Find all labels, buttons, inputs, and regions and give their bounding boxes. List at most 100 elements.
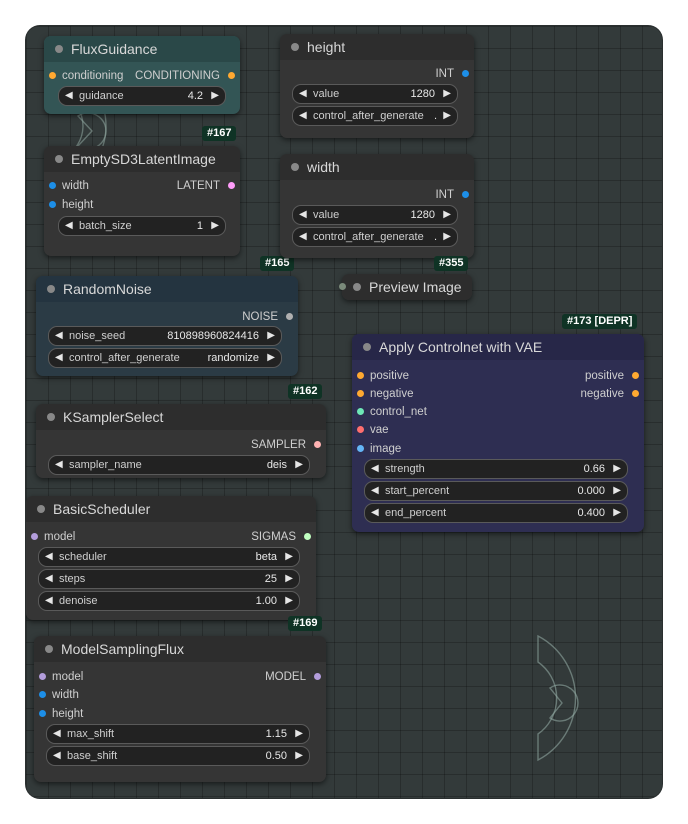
image-port[interactable] [357,445,364,452]
node-title[interactable]: EmptySD3LatentImage [44,146,240,172]
decrement-icon[interactable]: ◀ [53,728,61,739]
input-width[interactable]: width [39,687,79,703]
control-after-generate-widget[interactable]: ◀ control_after_generate . ▶ [292,227,458,247]
int-out-port[interactable] [462,70,469,77]
node-title[interactable]: Preview Image [342,274,472,300]
decrement-icon[interactable]: ◀ [371,463,379,474]
conditioning-out-port[interactable] [632,372,639,379]
sampler-out-port[interactable] [314,441,321,448]
output-conditioning[interactable]: CONDITIONING [135,68,235,84]
increment-icon[interactable]: ▶ [613,507,621,518]
latent-out-port[interactable] [228,182,235,189]
increment-icon[interactable]: ▶ [285,551,293,562]
output-int[interactable]: INT [435,187,469,203]
input-control-net[interactable]: control_net [357,404,427,420]
conditioning-port[interactable] [357,390,364,397]
batch-size-widget[interactable]: ◀ batch_size 1 ▶ [58,216,226,236]
int-port[interactable] [39,710,46,717]
input-width[interactable]: width [49,178,89,194]
strength-widget[interactable]: ◀ strength 0.66 ▶ [364,459,628,479]
node-title[interactable]: ModelSamplingFlux [34,636,326,662]
node-title[interactable]: Apply Controlnet with VAE [352,334,644,360]
decrement-icon[interactable]: ◀ [299,110,307,121]
decrement-icon[interactable]: ◀ [55,459,63,470]
node-width[interactable]: width INT ◀ value 1280 ▶ ◀ control_after… [280,154,474,258]
control-net-port[interactable] [357,408,364,415]
increment-icon[interactable]: ▶ [295,728,303,739]
steps-widget[interactable]: ◀ steps 25 ▶ [38,569,300,589]
increment-icon[interactable]: ▶ [443,231,451,242]
node-basic-scheduler[interactable]: BasicScheduler model SIGMAS ◀ scheduler … [26,496,316,620]
noise-out-port[interactable] [286,313,293,320]
output-latent[interactable]: LATENT [177,178,235,194]
increment-icon[interactable]: ▶ [267,330,275,341]
decrement-icon[interactable]: ◀ [45,551,53,562]
int-out-port[interactable] [462,191,469,198]
start-percent-widget[interactable]: ◀ start_percent 0.000 ▶ [364,481,628,501]
increment-icon[interactable]: ▶ [211,220,219,231]
input-vae[interactable]: vae [357,422,389,438]
input-model[interactable]: model [39,669,83,685]
scheduler-widget[interactable]: ◀ scheduler beta ▶ [38,547,300,567]
value-widget[interactable]: ◀ value 1280 ▶ [292,84,458,104]
increment-icon[interactable]: ▶ [295,459,303,470]
guidance-widget[interactable]: ◀ guidance 4.2 ▶ [58,86,226,106]
model-out-port[interactable] [314,673,321,680]
int-port[interactable] [49,201,56,208]
decrement-icon[interactable]: ◀ [371,485,379,496]
decrement-icon[interactable]: ◀ [299,231,307,242]
output-sampler[interactable]: SAMPLER [251,437,321,453]
increment-icon[interactable]: ▶ [443,209,451,220]
decrement-icon[interactable]: ◀ [65,220,73,231]
decrement-icon[interactable]: ◀ [371,507,379,518]
output-negative[interactable]: negative [581,386,639,402]
node-empty-sd3-latent-image[interactable]: EmptySD3LatentImage width height LATENT … [44,146,240,256]
node-title[interactable]: width [280,154,474,180]
conditioning-out-port[interactable] [228,72,235,79]
output-int[interactable]: INT [435,66,469,82]
decrement-icon[interactable]: ◀ [55,352,63,363]
node-title[interactable]: height [280,34,474,60]
sampler-name-widget[interactable]: ◀ sampler_name deis ▶ [48,455,310,475]
conditioning-port[interactable] [49,72,56,79]
decrement-icon[interactable]: ◀ [299,88,307,99]
input-negative[interactable]: negative [357,386,413,402]
vae-port[interactable] [357,426,364,433]
output-positive[interactable]: positive [585,368,639,384]
increment-icon[interactable]: ▶ [295,750,303,761]
conditioning-out-port[interactable] [632,390,639,397]
increment-icon[interactable]: ▶ [613,463,621,474]
input-height[interactable]: height [49,197,93,213]
value-widget[interactable]: ◀ value 1280 ▶ [292,205,458,225]
image-in-port[interactable] [339,283,346,290]
denoise-widget[interactable]: ◀ denoise 1.00 ▶ [38,591,300,611]
node-title[interactable]: FluxGuidance [44,36,240,62]
increment-icon[interactable]: ▶ [285,595,293,606]
decrement-icon[interactable]: ◀ [65,90,73,101]
control-after-generate-widget[interactable]: ◀ control_after_generate randomize ▶ [48,348,282,368]
decrement-icon[interactable]: ◀ [53,750,61,761]
end-percent-widget[interactable]: ◀ end_percent 0.400 ▶ [364,503,628,523]
input-conditioning[interactable]: conditioning [49,68,123,84]
control-after-generate-widget[interactable]: ◀ control_after_generate . ▶ [292,106,458,126]
increment-icon[interactable]: ▶ [443,110,451,121]
increment-icon[interactable]: ▶ [443,88,451,99]
input-positive[interactable]: positive [357,368,409,384]
base-shift-widget[interactable]: ◀ base_shift 0.50 ▶ [46,746,310,766]
node-model-sampling-flux[interactable]: ModelSamplingFlux model width height MOD… [34,636,326,782]
node-flux-guidance[interactable]: FluxGuidance conditioning CONDITIONING ◀… [44,36,240,114]
output-model[interactable]: MODEL [265,669,321,685]
input-height[interactable]: height [39,706,83,722]
decrement-icon[interactable]: ◀ [55,330,63,341]
increment-icon[interactable]: ▶ [267,352,275,363]
max-shift-widget[interactable]: ◀ max_shift 1.15 ▶ [46,724,310,744]
node-title[interactable]: KSamplerSelect [36,404,326,430]
node-canvas[interactable]: FluxGuidance conditioning CONDITIONING ◀… [26,26,662,798]
input-model[interactable]: model [31,529,75,545]
decrement-icon[interactable]: ◀ [45,573,53,584]
output-noise[interactable]: NOISE [242,309,293,325]
model-port[interactable] [31,533,38,540]
decrement-icon[interactable]: ◀ [45,595,53,606]
input-image[interactable]: image [357,441,401,457]
node-preview-image[interactable]: Preview Image [339,274,472,300]
